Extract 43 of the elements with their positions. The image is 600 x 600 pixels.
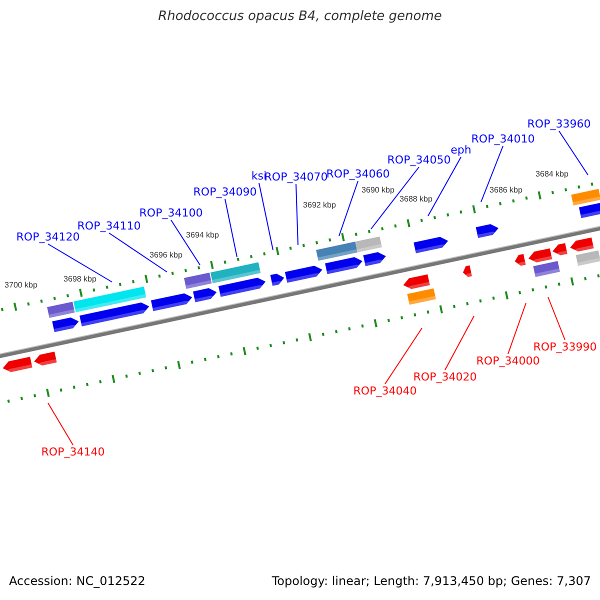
leader-line (558, 130, 588, 176)
leader-line (370, 166, 420, 230)
scale-label: 3688 kbp (400, 194, 432, 204)
leader-line (108, 232, 168, 272)
scale-label: 3684 kbp (536, 170, 568, 178)
gene-label: ROP_34050 (387, 154, 451, 166)
leader-line (444, 316, 474, 370)
scale-label: 3696 kbp (150, 250, 182, 260)
leader-line (296, 184, 298, 246)
leader-line (428, 156, 462, 216)
gene-label: ROP_34100 (139, 206, 203, 220)
gene-label: ROP_33960 (527, 118, 591, 130)
gene-label: ROP_34140 (41, 446, 105, 458)
scale-label: 3686 kbp (490, 186, 522, 194)
diagram-title: Rhodococcus opacus B4, complete genome (157, 9, 443, 25)
gene-label: ROP_34020 (413, 370, 477, 384)
leader-line (48, 402, 74, 446)
gene-label: ROP_34120 (16, 230, 80, 244)
leader-line (170, 220, 200, 266)
leader-line (508, 302, 526, 354)
scale-label: 3700 kbp (4, 280, 38, 290)
gene-label: eph (450, 144, 472, 156)
gene-label: ROP_34040 (353, 384, 417, 398)
leader-line (224, 198, 238, 258)
accession-text: Accession: NC_012522 (9, 574, 146, 589)
gene-label: ROP_34070 (264, 170, 328, 184)
leader-line (338, 180, 358, 236)
gene-label: ROP_34060 (326, 168, 390, 180)
leader-line (384, 328, 422, 384)
genome-summary-text: Topology: linear; Length: 7,913,450 bp; Genes: 7,307 (272, 574, 591, 589)
scale-label: 3694 kbp (186, 230, 219, 239)
scale-label: 3690 kbp (362, 185, 394, 194)
scale-label: 3698 kbp (64, 274, 96, 284)
gene-label: ROP_34110 (77, 220, 141, 232)
leader-line (548, 296, 566, 340)
scale-label: 3692 kbp (303, 200, 336, 209)
leader-line (48, 244, 112, 282)
gene-label: ROP_34090 (193, 186, 257, 198)
gene-label: ROP_33990 (533, 340, 597, 354)
leader-line (258, 182, 274, 250)
gene-label: ROP_34010 (471, 132, 535, 146)
leader-line (480, 146, 504, 202)
gene-label: ROP_34000 (476, 354, 540, 368)
